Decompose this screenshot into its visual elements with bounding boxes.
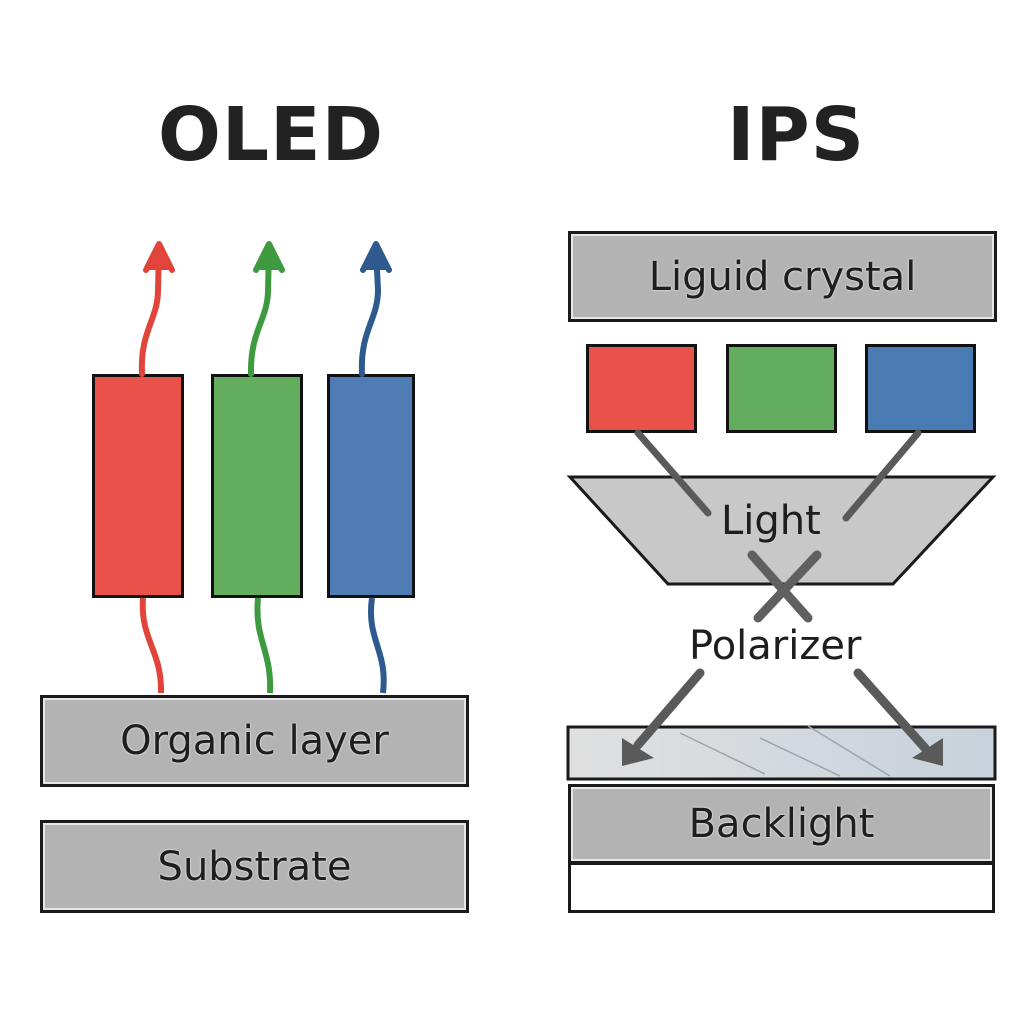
- liquid-crystal-layer: Liguid crystal: [568, 231, 997, 322]
- polarizer-panel: [566, 725, 997, 781]
- green-emission-arrow: [247, 241, 285, 377]
- oled-title: OLED: [158, 92, 385, 178]
- red-input-wave: [139, 597, 165, 694]
- substrate-label: Substrate: [157, 843, 352, 890]
- backlight-layer: Backlight: [568, 784, 995, 864]
- ips-red-filter: [586, 344, 697, 433]
- ips-title: IPS: [727, 92, 866, 178]
- red-filter-ray: [634, 429, 712, 517]
- polarizer-arrow-right: [853, 668, 943, 766]
- oled-blue-subpixel: [327, 374, 415, 598]
- organic-layer-label: Organic layer: [120, 718, 389, 764]
- green-input-wave: [254, 597, 274, 694]
- backlight-label: Backlight: [688, 801, 875, 847]
- cross-line-b: [753, 550, 822, 623]
- liquid-crystal-label: Liguid crystal: [648, 253, 917, 300]
- cross-line-a: [747, 550, 813, 623]
- polarizer-hatching: [679, 725, 891, 777]
- ips-blue-filter: [865, 344, 976, 433]
- oled-green-subpixel: [211, 374, 303, 598]
- polarizer-label: Polarizer: [689, 623, 862, 669]
- polarizer-arrow-left: [622, 668, 705, 766]
- red-emission-arrow: [138, 241, 175, 377]
- blue-filter-ray: [842, 429, 922, 522]
- oled-red-subpixel: [92, 374, 184, 598]
- light-label: Light: [721, 498, 821, 544]
- ips-green-filter: [726, 344, 837, 433]
- organic-layer: Organic layer: [40, 695, 469, 787]
- blue-input-wave: [368, 597, 387, 694]
- backlight-base: [568, 862, 995, 913]
- blue-emission-arrow: [358, 241, 392, 377]
- substrate-layer: Substrate: [40, 820, 469, 913]
